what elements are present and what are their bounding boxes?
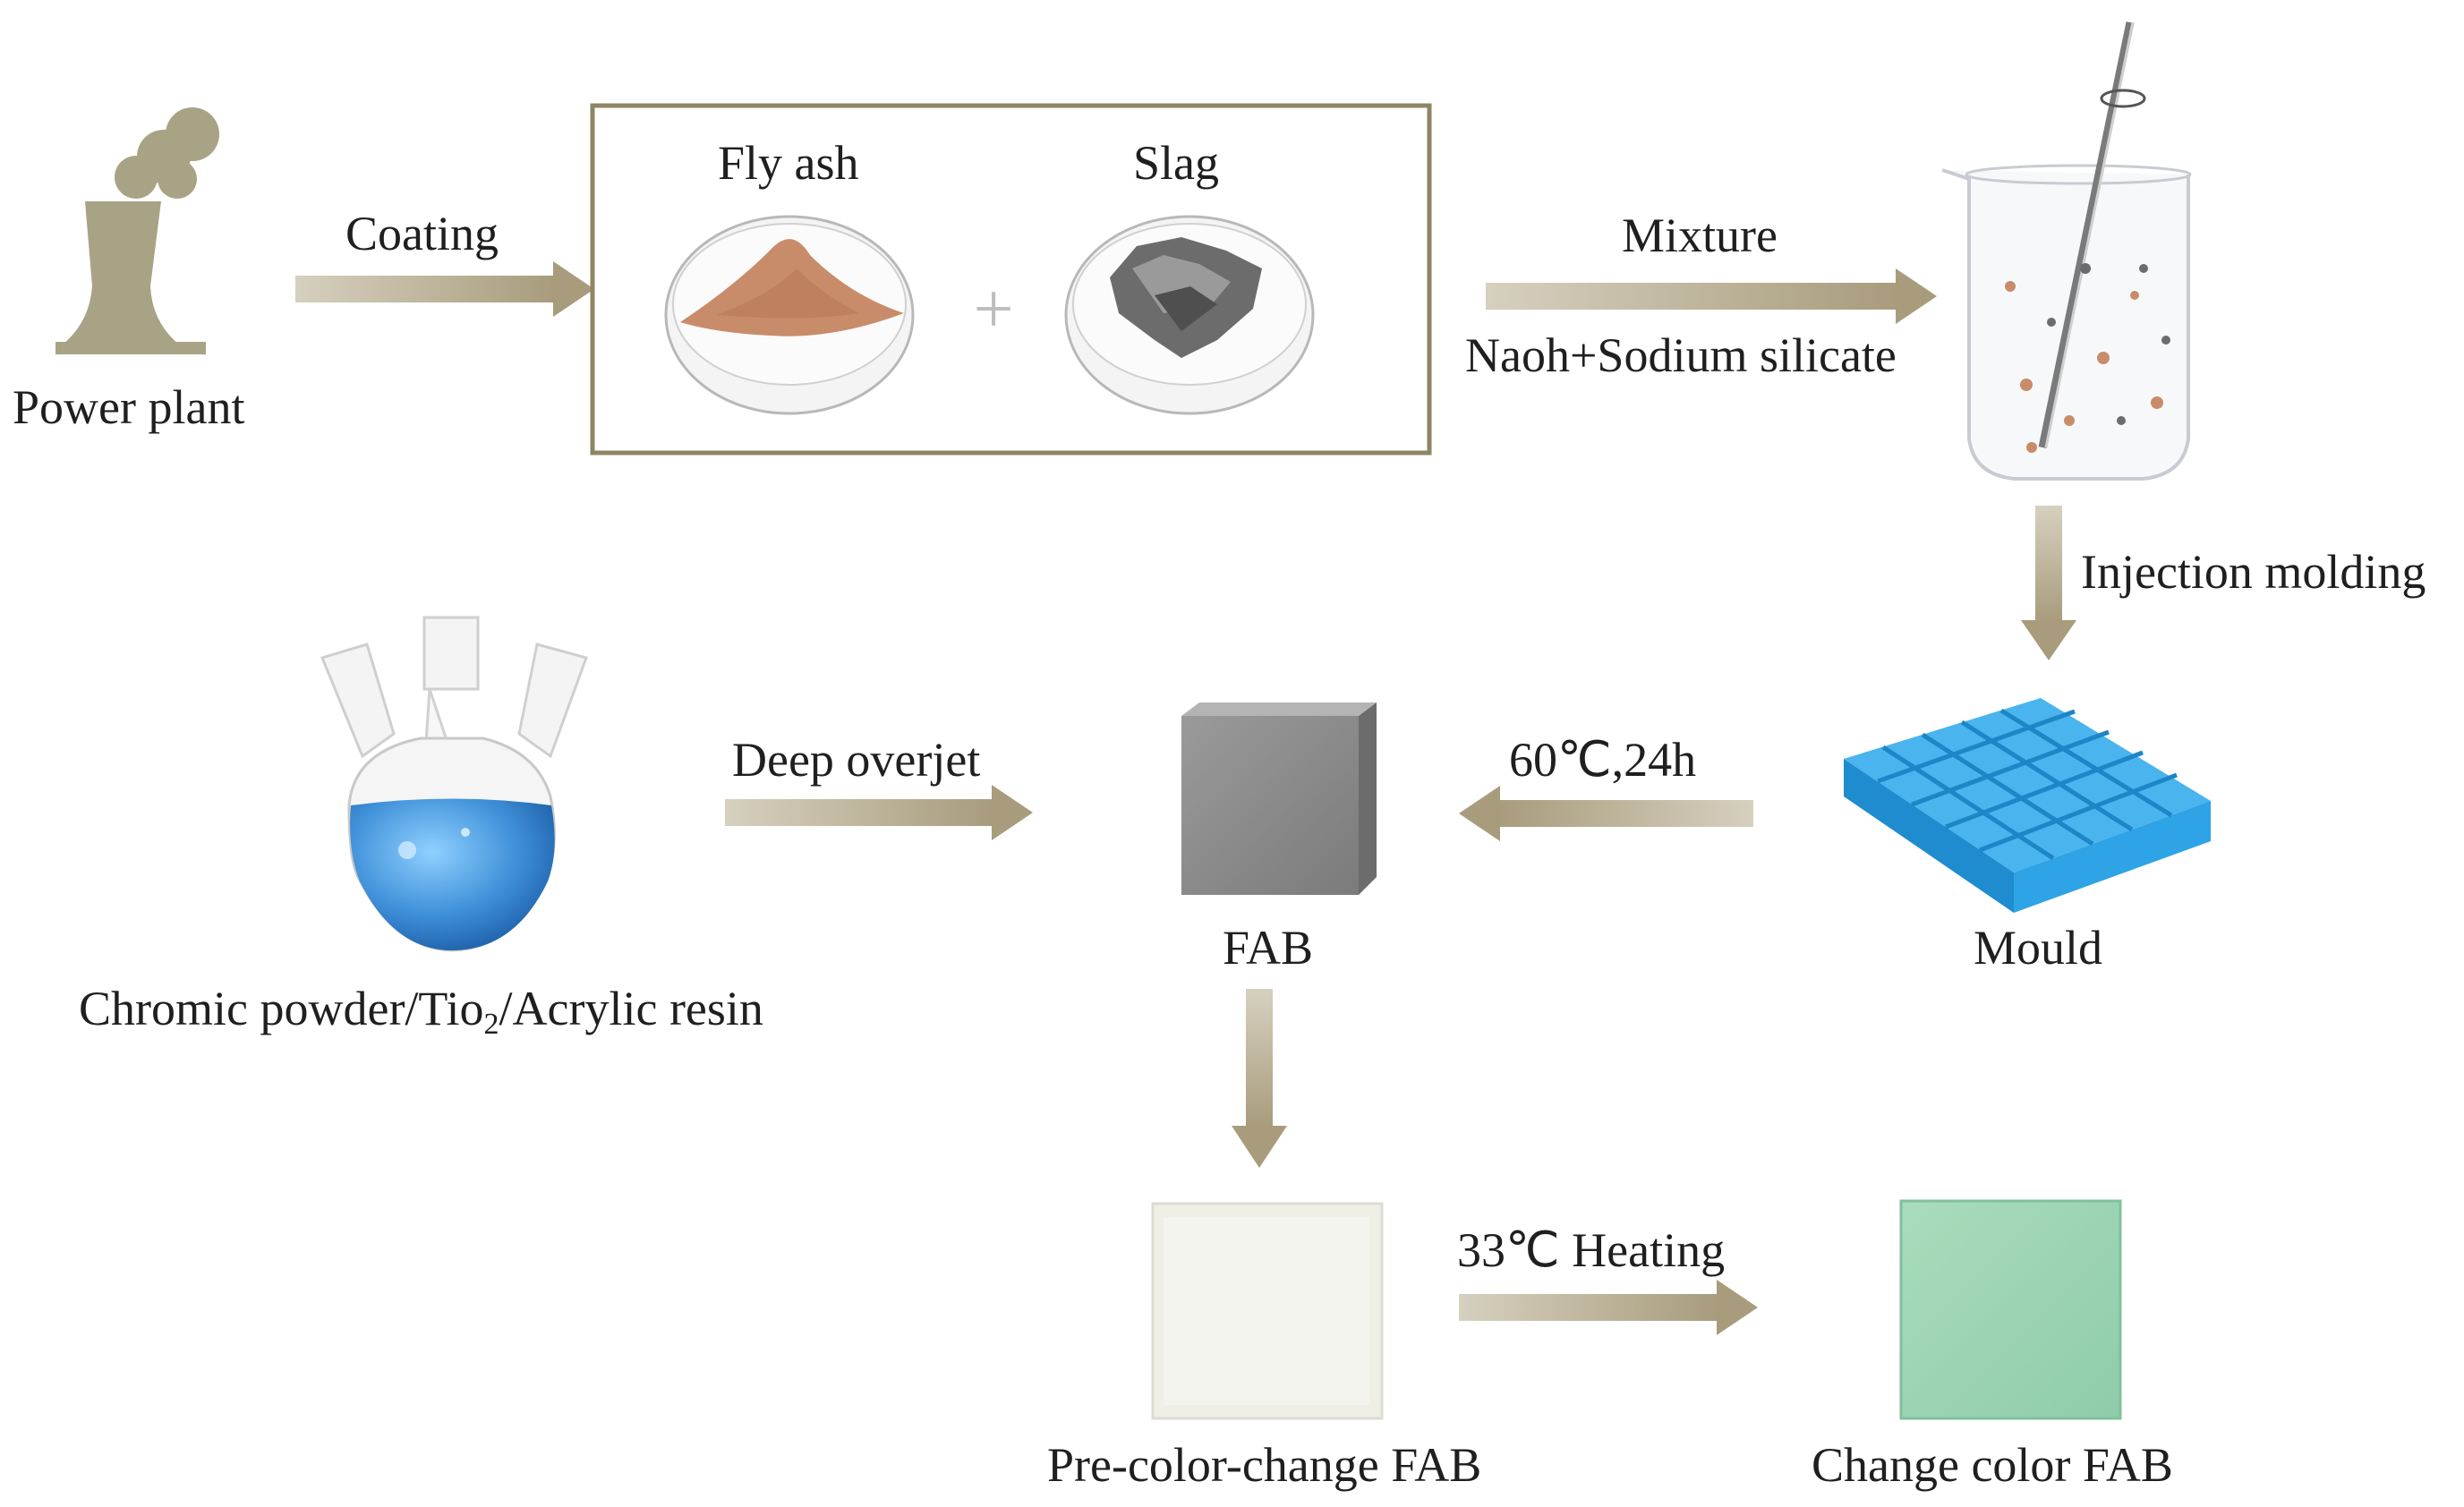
label-power-plant: Power plant [13, 380, 245, 434]
petri-dish-icon [1064, 215, 1315, 415]
arrow-fab-down [1232, 989, 1287, 1168]
beaker-icon [1941, 21, 2192, 481]
cube-icon [1181, 702, 1377, 895]
arrow-curing [1459, 786, 1753, 841]
petri-dish-icon [664, 215, 915, 415]
label-chromic-powder: Chromic powder/Tio2/Acrylic resin [79, 982, 763, 1041]
mould-tray-icon [1844, 698, 2211, 913]
arrow-coating [295, 261, 594, 317]
plus-sign: + [973, 270, 1013, 349]
label-naoh-sodium-silicate: Naoh+Sodium silicate [1465, 328, 1897, 382]
arrow-mixture [1486, 268, 1937, 324]
label-coating: Coating [345, 207, 499, 260]
label-mixture: Mixture [1622, 209, 1778, 262]
label-curing-condition: 60℃,24h [1509, 733, 1697, 787]
arrow-injection [2021, 506, 2076, 660]
arrow-heating [1459, 1280, 1758, 1335]
power-plant-icon [55, 107, 219, 354]
changed-color-tile [1899, 1199, 2122, 1420]
label-fab: FAB [1223, 921, 1314, 975]
label-heating: 33℃ Heating [1457, 1223, 1726, 1277]
pre-color-change-tile [1151, 1202, 1384, 1420]
flask-icon [320, 616, 588, 952]
label-injection-molding: Injection molding [2081, 545, 2426, 599]
label-fly-ash: Fly ash [718, 136, 859, 190]
label-pre-color-change: Pre-color-change FAB [1047, 1438, 1482, 1492]
label-slag: Slag [1133, 136, 1220, 190]
label-change-color: Change color FAB [1812, 1438, 2173, 1492]
materials-box [590, 103, 1432, 456]
label-mould: Mould [1974, 921, 2103, 975]
arrow-deep-overjet [725, 785, 1033, 840]
label-deep-overjet: Deep overjet [732, 733, 981, 787]
